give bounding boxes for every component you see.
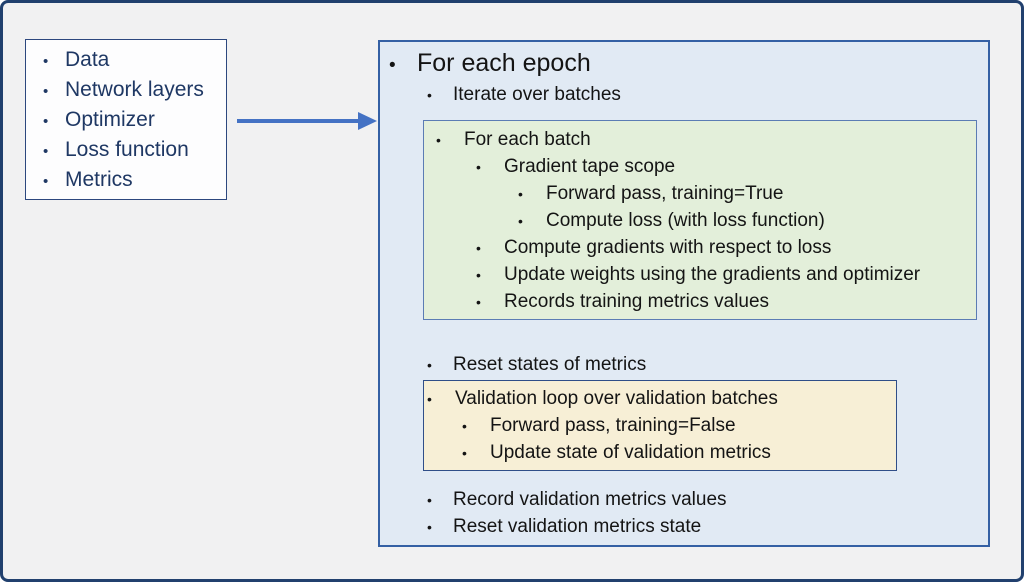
flow-arrow-icon bbox=[237, 112, 377, 130]
bullet-icon: • bbox=[476, 159, 481, 175]
model-component-label: Metrics bbox=[65, 168, 133, 191]
compute-gradients-item: • Compute gradients with respect to loss bbox=[424, 234, 976, 261]
records-training-metrics-item: • Records training metrics values bbox=[424, 288, 976, 315]
bullet-icon: • bbox=[389, 55, 396, 76]
update-weights-item: • Update weights using the gradients and… bbox=[424, 261, 976, 288]
model-component-item: • Data bbox=[26, 45, 226, 75]
model-component-item: • Loss function bbox=[26, 135, 226, 165]
model-component-item: • Network layers bbox=[26, 75, 226, 105]
bullet-icon: • bbox=[43, 113, 49, 130]
bullet-icon: • bbox=[518, 186, 523, 202]
reset-metrics-label: Reset states of metrics bbox=[453, 354, 647, 375]
validation-loop-box: • Validation loop over validation batche… bbox=[423, 380, 897, 471]
record-validation-label: Record validation metrics values bbox=[453, 489, 727, 510]
model-components-box: • Data • Network layers • Optimizer • Lo… bbox=[25, 39, 227, 200]
bullet-icon: • bbox=[43, 83, 49, 100]
update-validation-state-label: Update state of validation metrics bbox=[490, 442, 771, 463]
batch-loop-title: For each batch bbox=[464, 129, 591, 150]
iterate-over-batches-label: Iterate over batches bbox=[453, 84, 621, 105]
model-component-label: Loss function bbox=[65, 138, 189, 161]
bullet-icon: • bbox=[436, 132, 441, 148]
forward-pass-false-item: • Forward pass, training=False bbox=[424, 412, 896, 439]
epoch-loop-title: For each epoch bbox=[417, 49, 591, 77]
bullet-icon: • bbox=[476, 267, 481, 283]
compute-loss-label: Compute loss (with loss function) bbox=[546, 210, 825, 231]
model-component-item: • Optimizer bbox=[26, 105, 226, 135]
compute-gradients-label: Compute gradients with respect to loss bbox=[504, 237, 832, 258]
bullet-icon: • bbox=[476, 294, 481, 310]
bullet-icon: • bbox=[427, 87, 432, 103]
update-validation-state-item: • Update state of validation metrics bbox=[424, 439, 896, 466]
bullet-icon: • bbox=[427, 492, 432, 508]
gradient-tape-item: • Gradient tape scope bbox=[424, 153, 976, 180]
batch-loop-box: • For each batch • Gradient tape scope •… bbox=[423, 120, 977, 320]
forward-pass-false-label: Forward pass, training=False bbox=[490, 415, 736, 436]
records-training-metrics-label: Records training metrics values bbox=[504, 291, 770, 312]
bullet-icon: • bbox=[427, 357, 432, 373]
iterate-over-batches-item: • Iterate over batches bbox=[380, 81, 988, 108]
model-component-item: • Metrics bbox=[26, 165, 226, 195]
bullet-icon: • bbox=[518, 213, 523, 229]
batch-loop-title-row: • For each batch bbox=[424, 126, 976, 153]
model-component-label: Data bbox=[65, 48, 110, 71]
bullet-icon: • bbox=[476, 240, 481, 256]
model-component-label: Optimizer bbox=[65, 108, 155, 131]
update-weights-label: Update weights using the gradients and o… bbox=[504, 264, 921, 285]
compute-loss-item: • Compute loss (with loss function) bbox=[424, 207, 976, 234]
reset-metrics-item: • Reset states of metrics bbox=[380, 351, 988, 378]
bullet-icon: • bbox=[462, 445, 467, 461]
forward-pass-true-item: • Forward pass, training=True bbox=[424, 180, 976, 207]
bullet-icon: • bbox=[427, 519, 432, 535]
validation-loop-title: Validation loop over validation batches bbox=[455, 388, 778, 409]
bullet-icon: • bbox=[43, 173, 49, 190]
epoch-loop-box: • For each epoch • Iterate over batches … bbox=[378, 40, 990, 547]
bullet-icon: • bbox=[43, 143, 49, 160]
gradient-tape-label: Gradient tape scope bbox=[504, 156, 676, 177]
model-component-label: Network layers bbox=[65, 78, 204, 101]
epoch-loop-title-row: • For each epoch bbox=[380, 48, 988, 78]
validation-loop-title-row: • Validation loop over validation batche… bbox=[424, 385, 896, 412]
bullet-icon: • bbox=[427, 391, 432, 407]
reset-validation-item: • Reset validation metrics state bbox=[380, 513, 988, 540]
record-validation-item: • Record validation metrics values bbox=[380, 486, 988, 513]
forward-pass-true-label: Forward pass, training=True bbox=[546, 183, 784, 204]
bullet-icon: • bbox=[462, 418, 467, 434]
bullet-icon: • bbox=[43, 53, 49, 70]
reset-validation-label: Reset validation metrics state bbox=[453, 516, 702, 537]
